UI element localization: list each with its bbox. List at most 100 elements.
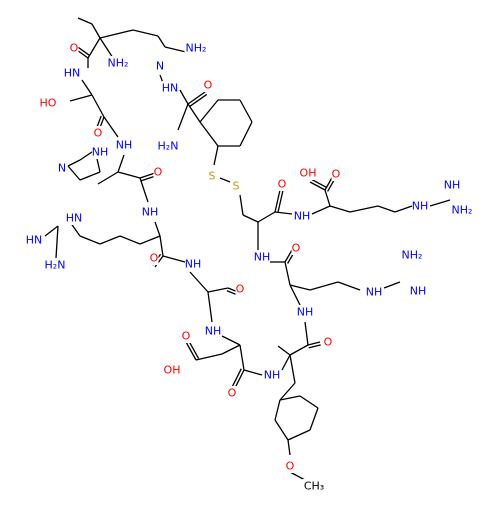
atom-label-bg [264, 368, 280, 382]
bond [91, 23, 101, 39]
atom-label-bg [26, 233, 42, 247]
bond [289, 284, 311, 291]
bond [289, 471, 306, 481]
amide-nh: NH [264, 369, 281, 382]
bond [117, 171, 141, 179]
atom-label-bg [69, 41, 79, 55]
amide-nh: NH [205, 325, 222, 338]
double-bond [188, 340, 200, 359]
bond [77, 17, 93, 25]
carbonyl-oxygen: O [94, 127, 103, 140]
bond [289, 284, 301, 306]
bond [239, 121, 253, 147]
methyl-label: CH₃ [304, 480, 324, 493]
bond [207, 287, 229, 293]
bond [221, 344, 241, 355]
carbonyl-oxygen: O [154, 166, 163, 179]
ether-oxygen: O [286, 460, 295, 473]
bond [199, 121, 219, 147]
bond [207, 291, 213, 323]
carbonyl-oxygen: O [182, 330, 191, 343]
bond [429, 199, 451, 207]
bond [274, 399, 281, 421]
double-bond [187, 91, 206, 105]
double-bond [189, 93, 208, 107]
bond [309, 407, 319, 431]
bond [287, 439, 291, 456]
atom-label-bg [57, 161, 67, 175]
atom-label-bg [93, 126, 103, 140]
atom-label-bg [297, 305, 313, 319]
atom-label-bg [40, 96, 56, 110]
atom-label-bg [300, 166, 316, 180]
amine-label: H₂N [158, 140, 179, 153]
bond [103, 116, 119, 138]
bond [91, 94, 105, 118]
imine-nh: HN [26, 234, 43, 247]
atom-label-bg [142, 205, 158, 219]
amide-nh: NH [412, 200, 429, 213]
bond [383, 281, 401, 289]
double-bond [311, 178, 327, 188]
bond [289, 344, 309, 356]
bond [179, 89, 189, 105]
amide-nh: NH [116, 139, 133, 152]
double-bond [230, 368, 242, 389]
atom-label-bg [291, 241, 301, 255]
double-bond [284, 249, 293, 263]
bond [177, 103, 189, 131]
atom-label-bg [302, 479, 326, 493]
atom-label-bg [412, 199, 428, 213]
double-bond [307, 341, 321, 346]
bond [213, 145, 219, 166]
bond [394, 205, 413, 213]
bond [299, 395, 319, 409]
ring-n: N [58, 162, 66, 175]
bond [304, 321, 309, 346]
bond [195, 353, 223, 361]
bond [257, 211, 276, 223]
bond [164, 46, 187, 53]
bond [279, 382, 296, 401]
bond [274, 419, 289, 441]
bond [187, 103, 201, 123]
amide-nh: HN [64, 67, 81, 80]
imine-n: N [156, 60, 164, 73]
bond [132, 29, 159, 37]
bond [97, 171, 119, 185]
hydroxyl-label: HO [40, 97, 57, 110]
bond [239, 344, 245, 371]
atom-label-bg [294, 209, 310, 223]
bond [119, 235, 141, 245]
bond [69, 94, 93, 102]
amide-nh: NH [254, 251, 271, 264]
bond [87, 37, 101, 59]
atom-label-bg [116, 138, 132, 152]
carbonyl-oxygen: O [70, 42, 79, 55]
bond [117, 154, 125, 173]
bond [349, 205, 379, 213]
amide-nh: NH [297, 306, 314, 319]
atom-label-bg [400, 248, 424, 262]
bond [221, 335, 241, 346]
bond [79, 235, 101, 245]
amide-nh: HN [162, 82, 179, 95]
double-bond [308, 344, 321, 349]
amide-nh: NH [185, 258, 202, 271]
bond [329, 205, 351, 213]
carbonyl-oxygen: O [332, 168, 341, 181]
bond [162, 255, 186, 263]
atom-label-bg [184, 41, 208, 55]
atom-label-bg [203, 78, 213, 92]
double-bond [154, 255, 164, 268]
atom-label-bg [181, 329, 191, 343]
bond [287, 429, 311, 441]
atom-label-bg [64, 66, 80, 80]
bond [67, 165, 81, 181]
bond [309, 281, 339, 291]
atom-label-bg [185, 257, 201, 271]
amine-label: H₂N [45, 259, 66, 272]
amide-nh: NH [142, 206, 159, 219]
